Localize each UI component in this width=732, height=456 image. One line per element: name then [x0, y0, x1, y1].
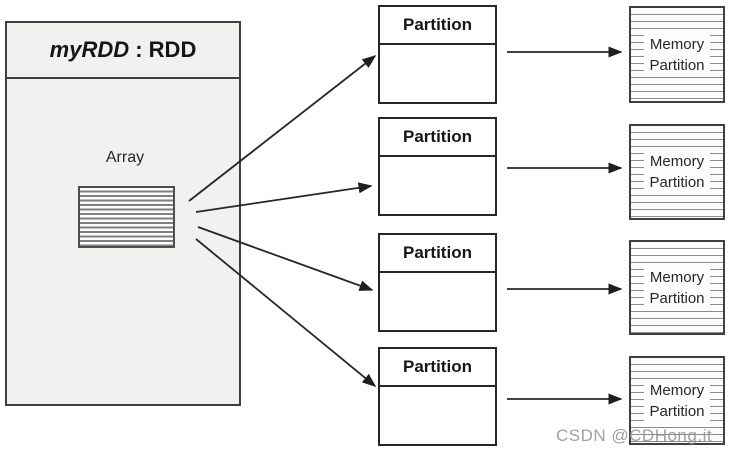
array-data-block [78, 186, 175, 248]
partition-box-2: Partition [378, 117, 497, 216]
memory-partition-4-line1: Memory [649, 381, 705, 399]
memory-partition-box-3: Memory Partition [629, 240, 725, 335]
rdd-box: myRDD : RDD Array [5, 21, 241, 406]
memory-partition-4-line2: Partition [649, 402, 705, 420]
partition-4-body [380, 387, 495, 444]
rdd-title-type: RDD [148, 37, 197, 62]
partition-3-body [380, 273, 495, 330]
partition-box-4: Partition [378, 347, 497, 446]
watermark: CSDN @CDHong.it [556, 426, 713, 445]
memory-partition-1-label: Memory Partition [644, 32, 710, 77]
memory-partition-3-line2: Partition [649, 289, 705, 307]
partition-2-body [380, 157, 495, 214]
partition-box-3: Partition [378, 233, 497, 332]
partition-1-body [380, 45, 495, 102]
memory-partition-2-label: Memory Partition [644, 150, 710, 194]
memory-partition-1-line1: Memory [649, 35, 705, 53]
rdd-box-header: myRDD : RDD [7, 23, 239, 79]
rdd-title-separator: : [129, 37, 149, 62]
array-label: Array [105, 149, 145, 166]
partition-2-label: Partition [380, 119, 495, 157]
memory-partition-1-line2: Partition [649, 56, 705, 74]
memory-partition-4-label: Memory Partition [644, 378, 710, 423]
memory-partition-3-label: Memory Partition [644, 265, 710, 310]
memory-partition-3-line1: Memory [649, 268, 705, 286]
memory-partition-box-2: Memory Partition [629, 124, 725, 220]
memory-partition-box-1: Memory Partition [629, 6, 725, 103]
partition-box-1: Partition [378, 5, 497, 104]
memory-partition-2-line1: Memory [649, 153, 705, 170]
partition-3-label: Partition [380, 235, 495, 273]
memory-partition-box-4: Memory Partition [629, 356, 725, 445]
partition-4-label: Partition [380, 349, 495, 387]
partition-1-label: Partition [380, 7, 495, 45]
rdd-title-name: myRDD [49, 37, 130, 62]
memory-partition-2-line2: Partition [649, 174, 705, 191]
